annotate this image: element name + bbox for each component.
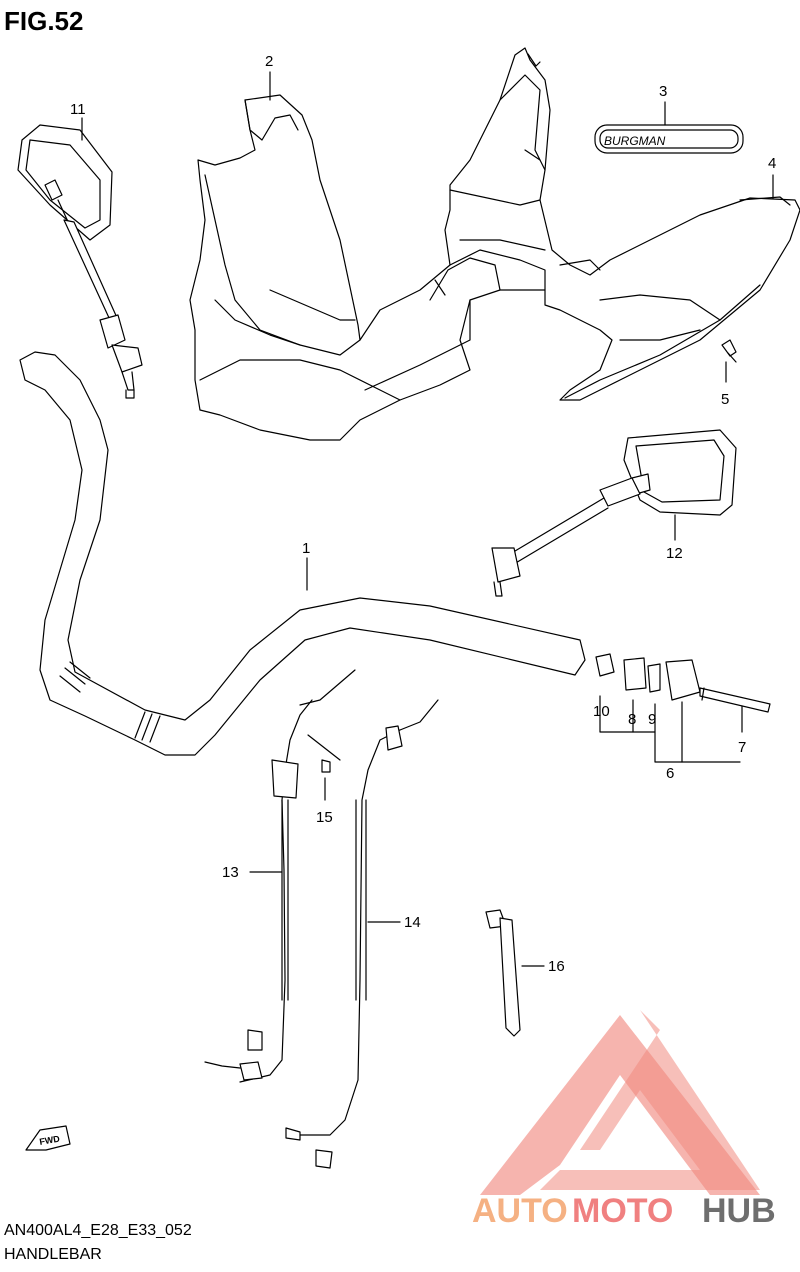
mirror-right-part-12	[491, 429, 737, 597]
watermark-logo	[480, 1010, 760, 1195]
forward-arrow-icon	[25, 1125, 71, 1151]
handle-cover-part-2	[189, 47, 800, 441]
figure-title: FIG.52	[4, 6, 84, 36]
callout-10: 10	[593, 703, 610, 720]
callout-6: 6	[666, 765, 674, 782]
svg-text:MOTO: MOTO	[572, 1192, 673, 1230]
callout-5: 5	[721, 391, 729, 408]
callout-4: 4	[768, 155, 776, 172]
callout-2: 2	[265, 53, 273, 70]
callout-labels: 2 3 4 5 11 12 1 10 8 9 7 6 15 13 14 16 B…	[39, 53, 777, 1147]
emblem-part-3	[594, 124, 744, 154]
cable-part-14	[285, 699, 439, 1169]
callout-1: 1	[302, 540, 310, 557]
handlebar-part-1	[19, 351, 586, 756]
callout-11: 11	[70, 101, 86, 118]
emblem-text: BURGMAN	[604, 134, 666, 148]
svg-text:AUTO: AUTO	[472, 1192, 568, 1230]
callout-3: 3	[659, 83, 667, 100]
screw-part-5	[721, 339, 737, 363]
callout-14: 14	[404, 914, 421, 931]
callout-13: 13	[222, 864, 239, 881]
bar-end-assembly	[595, 653, 771, 713]
cable-tie-part-16	[485, 909, 521, 1037]
diagram-name: HANDLEBAR	[4, 1246, 102, 1263]
callout-16: 16	[548, 958, 565, 975]
callout-12: 12	[666, 545, 683, 562]
fwd-text: FWD	[39, 1133, 61, 1146]
cable-part-13	[204, 669, 356, 1083]
leader-lines	[81, 71, 774, 967]
diagram-code: AN400AL4_E28_E33_052	[4, 1222, 192, 1239]
watermark-text: AUTO MOTO HUB	[472, 1192, 776, 1230]
callout-9: 9	[648, 711, 656, 728]
callout-7: 7	[738, 739, 746, 756]
svg-text:HUB: HUB	[702, 1192, 776, 1230]
mirror-left-part-11	[17, 124, 143, 399]
callout-15: 15	[316, 809, 333, 826]
callout-8: 8	[628, 711, 636, 728]
